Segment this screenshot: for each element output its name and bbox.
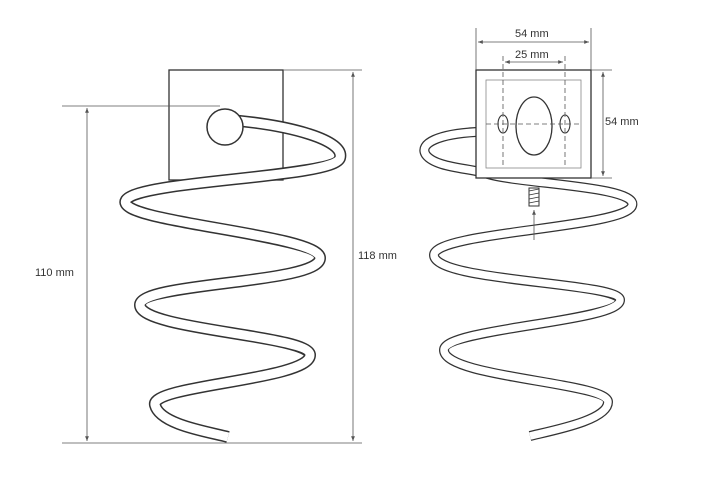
side-spiral-inner [121,115,345,442]
side-ball-joint [206,108,244,146]
dim-height-left: 110 mm [35,267,74,279]
dim-plate-height: 54 mm [605,116,639,128]
dim-hole-spacing: 25 mm [515,49,549,61]
side-view: 110 mm 118 mm [35,69,397,444]
set-screw-icon [528,187,540,207]
dim-plate-width: 54 mm [515,28,549,40]
front-view: 54 mm 25 mm 54 mm [419,28,639,441]
dim-height-total: 118 mm [358,250,397,262]
front-center-oval [515,96,553,156]
